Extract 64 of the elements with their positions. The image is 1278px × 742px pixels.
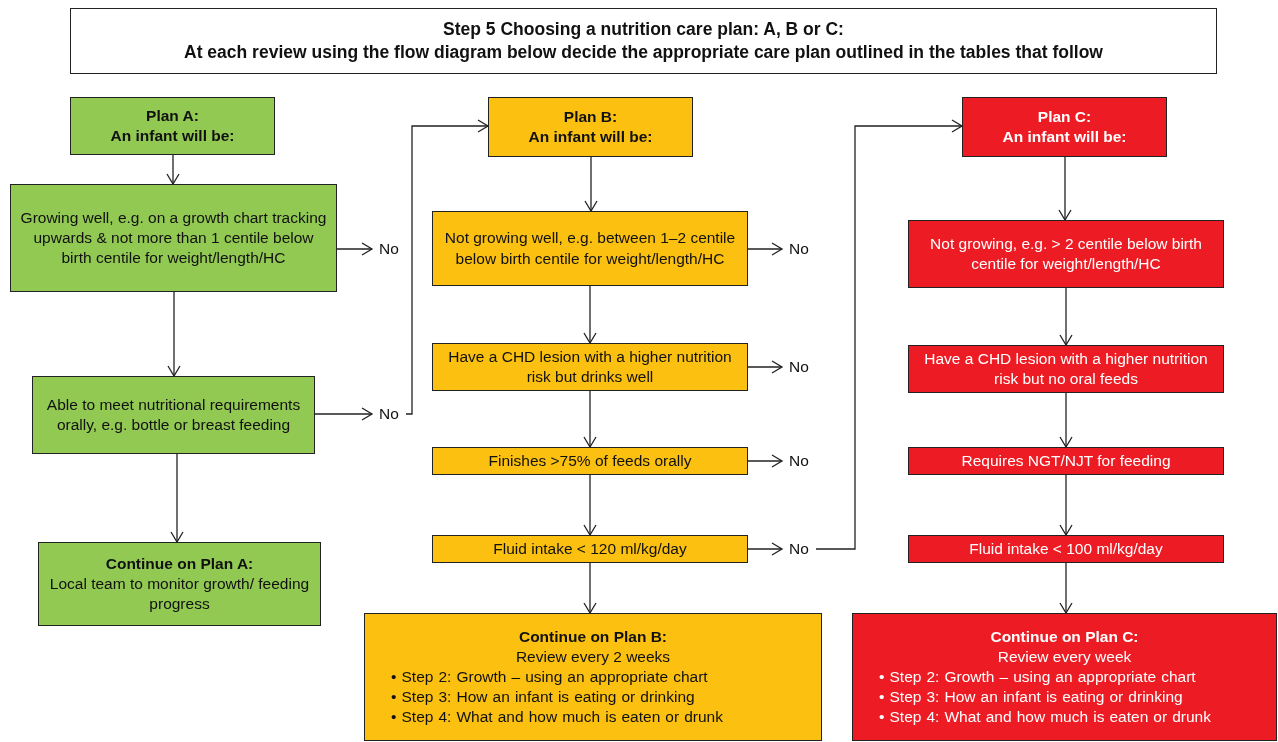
arrow [170, 453, 184, 543]
box-heading: Continue on Plan B: [518, 626, 668, 647]
process-box: Growing well, e.g. on a growth chart tracking upwards & not more than 1 centile below birth centile for weight/length/HC [10, 184, 337, 292]
process-box [70, 97, 275, 155]
arrow [1059, 287, 1073, 346]
process-box: Fluid intake < 100 ml/kg/day [908, 535, 1224, 563]
arrow [1058, 156, 1072, 221]
box-heading: Plan A: [146, 105, 199, 126]
box-heading: Step 5 Choosing a nutrition care plan: A, B or C: [443, 18, 844, 41]
bullet-item: • Step 2: Growth – using an appropriate chart [391, 666, 709, 687]
box-text: Local team to monitor growth/ feeding progress [48, 573, 311, 615]
box-heading: An infant will be: [528, 127, 653, 147]
arrow [1059, 474, 1073, 536]
process-box [38, 542, 321, 626]
box-heading: An infant will be: [1002, 127, 1127, 147]
process-box: Finishes >75% of feeds orally [432, 447, 748, 475]
box-text: Review every week [997, 646, 1132, 667]
box-heading: Plan B: [563, 106, 618, 127]
arrow [747, 360, 783, 374]
process-box: Have a CHD lesion with a higher nutrition risk but drinks well [432, 343, 748, 391]
box-heading: Continue on Plan C: [990, 626, 1139, 647]
process-box: Able to meet nutritional requirements orally, e.g. bottle or breast feeding [32, 376, 315, 454]
branch-label: No [782, 238, 816, 260]
bullet-item: • Step 4: What and how much is eaten or drunk [879, 707, 1211, 728]
arrow [583, 562, 597, 614]
arrow [583, 390, 597, 448]
box-heading: An infant will be: [110, 126, 235, 146]
box-heading: Continue on Plan A: [105, 553, 254, 574]
branch-label: No [782, 356, 816, 378]
box-heading: At each review using the flow diagram below decide the appropriate care plan outlined in the tables that follow [184, 41, 1103, 64]
title-box [70, 8, 1217, 74]
process-box [488, 97, 693, 157]
arrow [336, 242, 373, 256]
bullet-item: • Step 4: What and how much is eaten or drunk [391, 707, 723, 728]
branch-label: No [782, 450, 816, 472]
process-box: Requires NGT/NJT for feeding [908, 447, 1224, 475]
bullet-item: • Step 3: How an infant is eating or drinking [879, 687, 1184, 708]
process-box [364, 613, 822, 741]
arrow [1059, 392, 1073, 448]
process-box: Not growing well, e.g. between 1–2 centile below birth centile for weight/length/HC [432, 211, 748, 286]
bullet-item: • Step 2: Growth – using an appropriate chart [879, 666, 1197, 687]
arrow [167, 291, 181, 377]
arrow [405, 119, 489, 415]
arrow [314, 407, 373, 421]
branch-label: No [782, 538, 816, 560]
process-box [962, 97, 1167, 157]
process-box: Not growing, e.g. > 2 centile below birth centile for weight/length/HC [908, 220, 1224, 288]
branch-label: No [372, 238, 406, 260]
process-box [852, 613, 1277, 741]
arrow [584, 156, 598, 212]
box-heading: Plan C: [1037, 106, 1092, 127]
arrow [583, 474, 597, 536]
bullet-item: • Step 3: How an infant is eating or drinking [391, 687, 696, 708]
branch-label: No [372, 403, 406, 425]
process-box: Fluid intake < 120 ml/kg/day [432, 535, 748, 563]
arrow [747, 242, 783, 256]
arrow [747, 542, 783, 556]
arrow [166, 154, 180, 185]
process-box: Have a CHD lesion with a higher nutrition risk but no oral feeds [908, 345, 1224, 393]
arrow [747, 454, 783, 468]
arrow [1059, 562, 1073, 614]
arrow [815, 119, 963, 550]
arrow [583, 285, 597, 344]
box-text: Review every 2 weeks [515, 646, 671, 667]
